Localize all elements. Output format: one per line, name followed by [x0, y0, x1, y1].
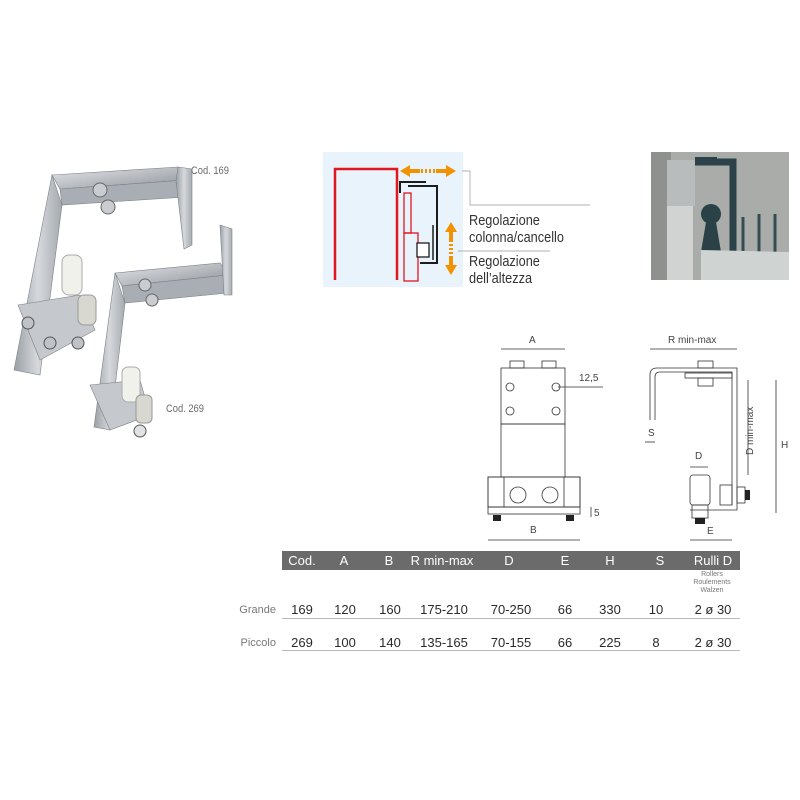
- cell-h: 225: [599, 635, 621, 650]
- cell-s: 8: [652, 635, 660, 650]
- note-de: Walzen: [700, 587, 724, 594]
- cell-rollers: 2 ø 30: [694, 602, 732, 617]
- cell-cod: 169: [291, 602, 313, 617]
- dim-e-label: E: [707, 526, 714, 537]
- cell-cod: 269: [291, 635, 313, 650]
- label-height-line2: dell’altezza: [469, 270, 533, 287]
- note-fr: Roulements: [693, 579, 731, 586]
- cell-a: 100: [334, 635, 356, 650]
- cell-h: 330: [599, 602, 621, 617]
- rollers-translation-note: Rollers Roulements Walzen: [685, 571, 739, 595]
- installed-bracket-photo-illustration: [651, 152, 789, 280]
- adjustment-diagram-drawing: [333, 165, 590, 282]
- installation-photo: [651, 152, 789, 280]
- adjustment-diagram: [323, 152, 463, 287]
- col-header-s: S: [655, 553, 665, 568]
- cell-e: 66: [557, 635, 573, 650]
- bracket-photo-illustration: [13, 166, 233, 438]
- col-header-h: H: [605, 553, 615, 568]
- dim-plate-label: 5: [594, 508, 600, 519]
- front-view-drawing: [487, 348, 603, 541]
- cell-s: 10: [648, 602, 664, 617]
- cell-d: 70-250: [490, 602, 532, 617]
- horizontal-arrow-icon: [400, 165, 456, 177]
- side-view-drawing: [645, 348, 777, 541]
- label-height-adjustment: Regolazione dell’altezza: [469, 253, 540, 287]
- col-header-r: R min-max: [410, 553, 474, 568]
- cell-a: 120: [334, 602, 356, 617]
- col-header-b: B: [384, 553, 394, 568]
- dim-d-range-label: D min-max: [745, 406, 756, 455]
- product-label-269: Cod. 269: [166, 403, 204, 415]
- cell-b: 140: [379, 635, 401, 650]
- vertical-arrow-icon: [445, 222, 457, 275]
- dim-d-label: D: [695, 451, 703, 462]
- row-divider: [282, 650, 740, 651]
- label-column-gate-line2: colonna/cancello: [469, 229, 564, 246]
- col-header-a: A: [339, 553, 349, 568]
- cell-rollers: 2 ø 30: [694, 635, 732, 650]
- product-photo: [0, 145, 260, 445]
- table-header: Cod. A B R min-max D E H S Rulli D: [282, 551, 740, 570]
- row-label-grande: Grande: [239, 604, 276, 616]
- row-label-piccolo: Piccolo: [240, 637, 276, 649]
- dim-a-label: A: [529, 335, 536, 346]
- cell-d: 70-155: [490, 635, 532, 650]
- dim-s-label: S: [648, 428, 655, 439]
- label-column-gate-adjustment: Regolazione colonna/cancello: [469, 212, 564, 246]
- dim-h-label: H: [781, 440, 789, 451]
- cell-b: 160: [379, 602, 401, 617]
- col-header-e: E: [560, 553, 570, 568]
- label-height-line1: Regolazione: [469, 253, 540, 270]
- row-divider: [282, 618, 740, 619]
- cell-r: 135-165: [420, 635, 468, 650]
- col-header-d: D: [504, 553, 514, 568]
- cell-e: 66: [557, 602, 573, 617]
- dim-b-label: B: [530, 525, 537, 536]
- dim-r-label: R min-max: [668, 335, 717, 346]
- col-header-cod: Cod.: [288, 553, 316, 568]
- note-en: Rollers: [701, 571, 723, 578]
- label-column-gate-line1: Regolazione: [469, 212, 540, 229]
- col-header-rollers: Rulli D: [693, 553, 733, 568]
- dim-hole-label: 12,5: [579, 373, 599, 384]
- cell-r: 175-210: [420, 602, 468, 617]
- product-label-169: Cod. 169: [191, 165, 229, 177]
